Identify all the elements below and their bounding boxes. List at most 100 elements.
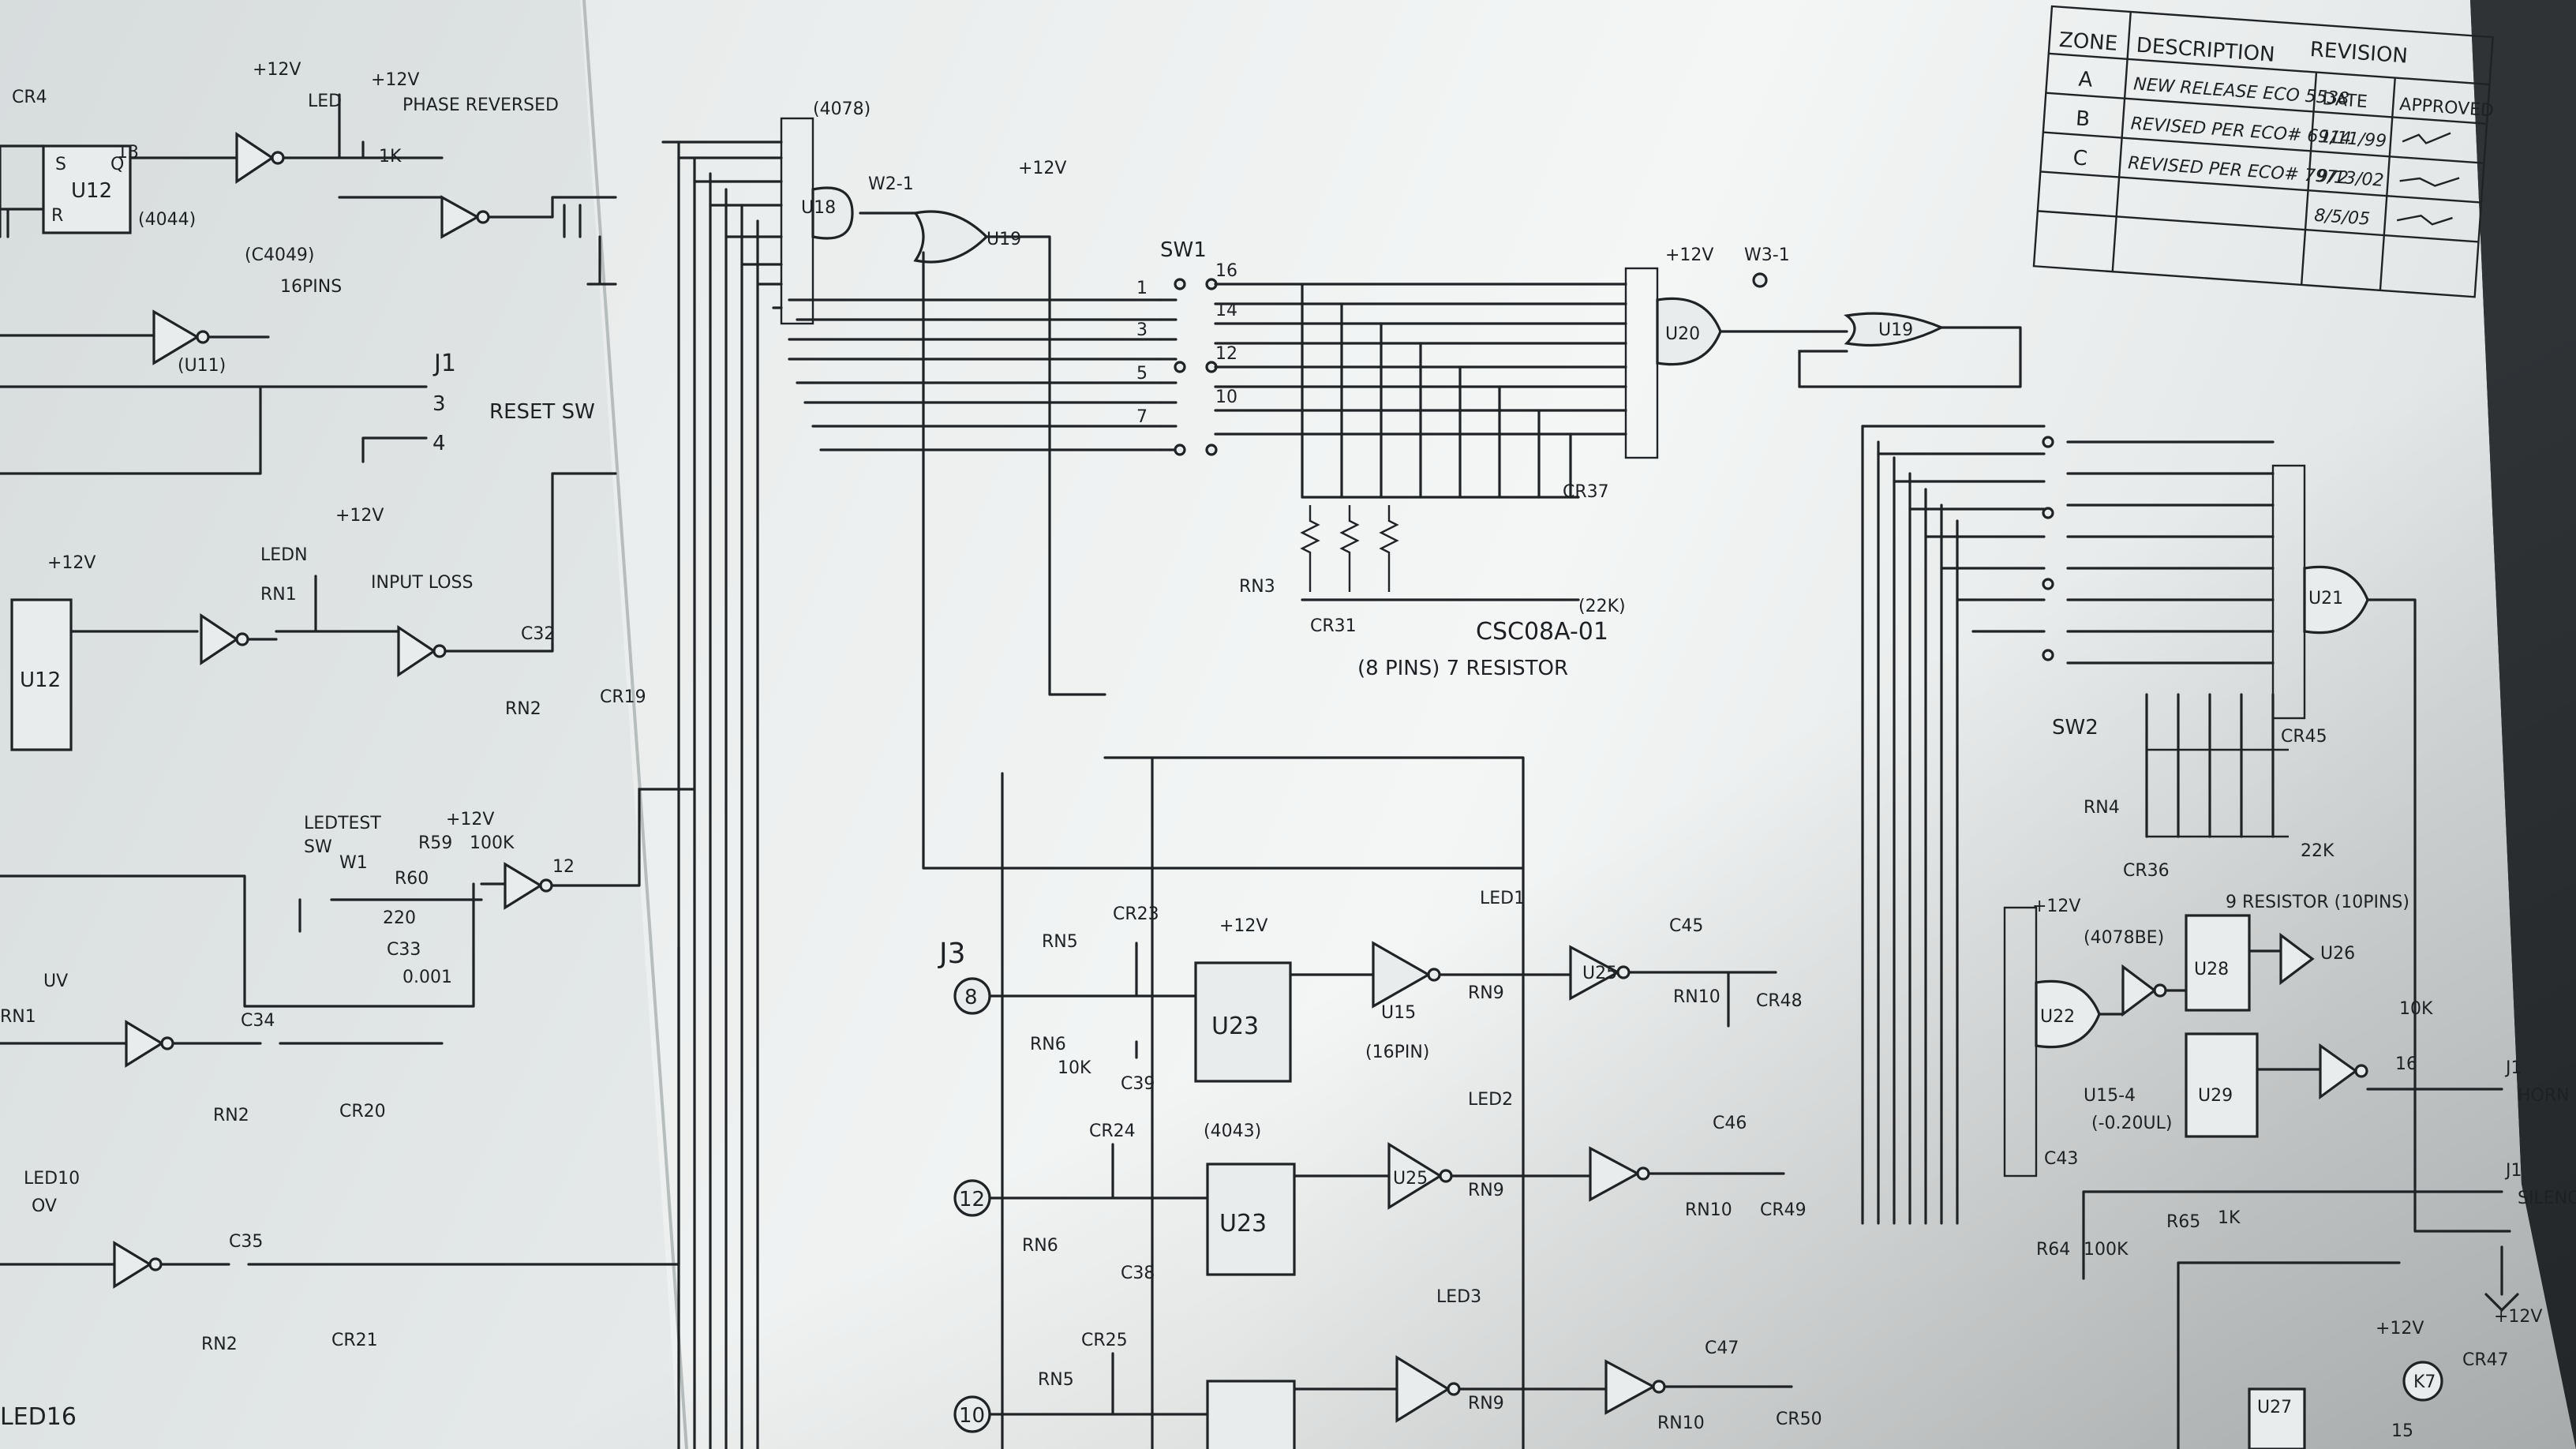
- r10k2-label: 10K: [2399, 999, 2433, 1019]
- cr24-label: CR24: [1089, 1121, 1136, 1141]
- rn5-label-1: RN5: [1042, 932, 1078, 952]
- w3-1-label: W3-1: [1744, 245, 1790, 265]
- r15-label: 15: [2391, 1421, 2413, 1441]
- u20-label: U20: [1665, 324, 1700, 344]
- plus12v-label-3: +12V: [335, 506, 384, 526]
- sw1-pin-12: 12: [1215, 344, 1237, 364]
- u28-latch: [2185, 914, 2251, 1012]
- inverter-u25-2: [1589, 1146, 1641, 1202]
- u23-label-1: U23: [1211, 1013, 1259, 1040]
- u12-pin-q: Q: [110, 155, 124, 174]
- c32-label: C32: [521, 624, 555, 644]
- approval-signature-a: [2402, 132, 2451, 144]
- c4044-label: (4044): [138, 210, 196, 230]
- rev-date-b: 9/13/02: [2316, 167, 2384, 191]
- c4078-label: (4078): [813, 99, 871, 119]
- rn9-label-3: RN9: [1468, 1394, 1504, 1413]
- inverter-u12-top: [235, 132, 275, 184]
- u23-latch-3: [1206, 1380, 1296, 1449]
- cr49-label: CR49: [1760, 1200, 1807, 1220]
- u15-label: U15: [1381, 1003, 1416, 1023]
- rn1-label-low: RN1: [0, 1007, 36, 1027]
- inverter-u25-3: [1604, 1359, 1657, 1415]
- u25-label-2: U25: [1393, 1169, 1428, 1189]
- j1-label-right-2: J1: [2504, 1161, 2522, 1181]
- cr36-label: CR36: [2123, 861, 2170, 881]
- c001-label: 0.001: [402, 968, 452, 987]
- rn4-label: RN4: [2084, 798, 2120, 818]
- j3-pin-10: 10: [959, 1404, 985, 1428]
- led16-label: LED16: [0, 1403, 77, 1431]
- rev-zone-b: B: [2075, 107, 2091, 131]
- sw2-label: SW2: [2052, 716, 2099, 739]
- w1-label: W1: [339, 853, 368, 873]
- sw-label: SW: [304, 837, 332, 857]
- plus12v-label-1: +12V: [253, 60, 301, 80]
- rev-date-c: 8/5/05: [2313, 206, 2370, 230]
- rev-date-a: 1/11/99: [2319, 127, 2387, 152]
- j1-label-right: J1: [2504, 1058, 2522, 1078]
- phase-reversed-label: PHASE REVERSED: [402, 95, 559, 115]
- sw1-pin-1: 1: [1136, 279, 1148, 298]
- rn10-label-1: RN10: [1673, 987, 1720, 1007]
- rn6-label-2: RN6: [1022, 1236, 1058, 1256]
- sw1-pin-3: 3: [1136, 320, 1148, 340]
- relay-k7: [2402, 1361, 2443, 1402]
- r59-label: R59: [418, 833, 452, 853]
- u25-label-1: U25: [1582, 964, 1617, 983]
- bus-lines: (4078) U18 W2-1 U19 +12V: [661, 99, 1525, 1449]
- r60-label: R60: [395, 869, 429, 889]
- plus12v-label-u22: +12V: [2032, 897, 2080, 916]
- u23-label-2: U23: [1219, 1210, 1267, 1237]
- r1k-label: 1K: [379, 147, 402, 167]
- u19-label-top: U19: [987, 230, 1021, 249]
- u18-label: U18: [801, 198, 836, 218]
- cr37-label: CR37: [1563, 482, 1609, 502]
- inverter-u6-mid: [200, 613, 239, 665]
- horn-label: HORN: [2518, 1086, 2570, 1106]
- j3-label: J3: [938, 938, 966, 970]
- u12-pin-s: S: [55, 155, 66, 174]
- u22-label: U22: [2040, 1007, 2075, 1027]
- u12-pin-r: R: [51, 206, 63, 226]
- plus12v-label-k7: +12V: [2376, 1319, 2424, 1339]
- header-zone: ZONE: [2058, 28, 2118, 56]
- buffer-u25-3: [1395, 1355, 1451, 1423]
- buffer-u25: [1387, 1142, 1443, 1210]
- inverter-u6-top: [440, 195, 481, 239]
- led-label: LED: [308, 92, 342, 111]
- u12-label-bottom: U12: [20, 668, 61, 692]
- sw1-label: SW1: [1160, 238, 1207, 262]
- sw1-block: SW1 1 3 5 7 16 14 12 10 RN3 CR31 CR37 (2…: [788, 238, 2022, 680]
- rn2-label-low: RN2: [213, 1106, 249, 1125]
- r220-label: 220: [383, 908, 416, 928]
- ov-label: OV: [32, 1196, 57, 1216]
- ledtest-label: LEDTEST: [304, 814, 381, 833]
- rn5-label-3: RN5: [1038, 1370, 1074, 1390]
- rev-zone-c: C: [2072, 146, 2088, 170]
- cr48-label: CR48: [1756, 991, 1803, 1011]
- inverter-u25-1: [1569, 945, 1621, 1001]
- k7-label: K7: [2413, 1372, 2436, 1392]
- input-loss-label: INPUT LOSS: [371, 573, 473, 593]
- ledn-label: LEDN: [260, 545, 308, 565]
- c45-label: C45: [1669, 916, 1703, 936]
- sw1-pin-16: 16: [1215, 261, 1237, 281]
- nor-u18: [811, 186, 854, 240]
- led3-label: LED3: [1436, 1287, 1481, 1307]
- header-date: DATE: [2322, 89, 2368, 112]
- cr45-label: CR45: [2281, 727, 2327, 747]
- u11-label: (U11): [178, 356, 226, 376]
- u12-flipflop-top: [42, 144, 132, 234]
- silence-label: SILENCE: [2518, 1189, 2576, 1208]
- sw2-contact: [2042, 436, 2054, 448]
- sw1-pin-5: 5: [1136, 364, 1148, 384]
- rn10-label-2: RN10: [1685, 1200, 1732, 1220]
- r64-label: R64: [2036, 1240, 2070, 1260]
- j1-pin4: 4: [432, 432, 446, 455]
- u27-label: U27: [2257, 1398, 2292, 1417]
- w2-1-label: W2-1: [868, 174, 914, 194]
- rev-zone-a: A: [2078, 68, 2094, 92]
- led2-label: LED2: [1468, 1090, 1513, 1110]
